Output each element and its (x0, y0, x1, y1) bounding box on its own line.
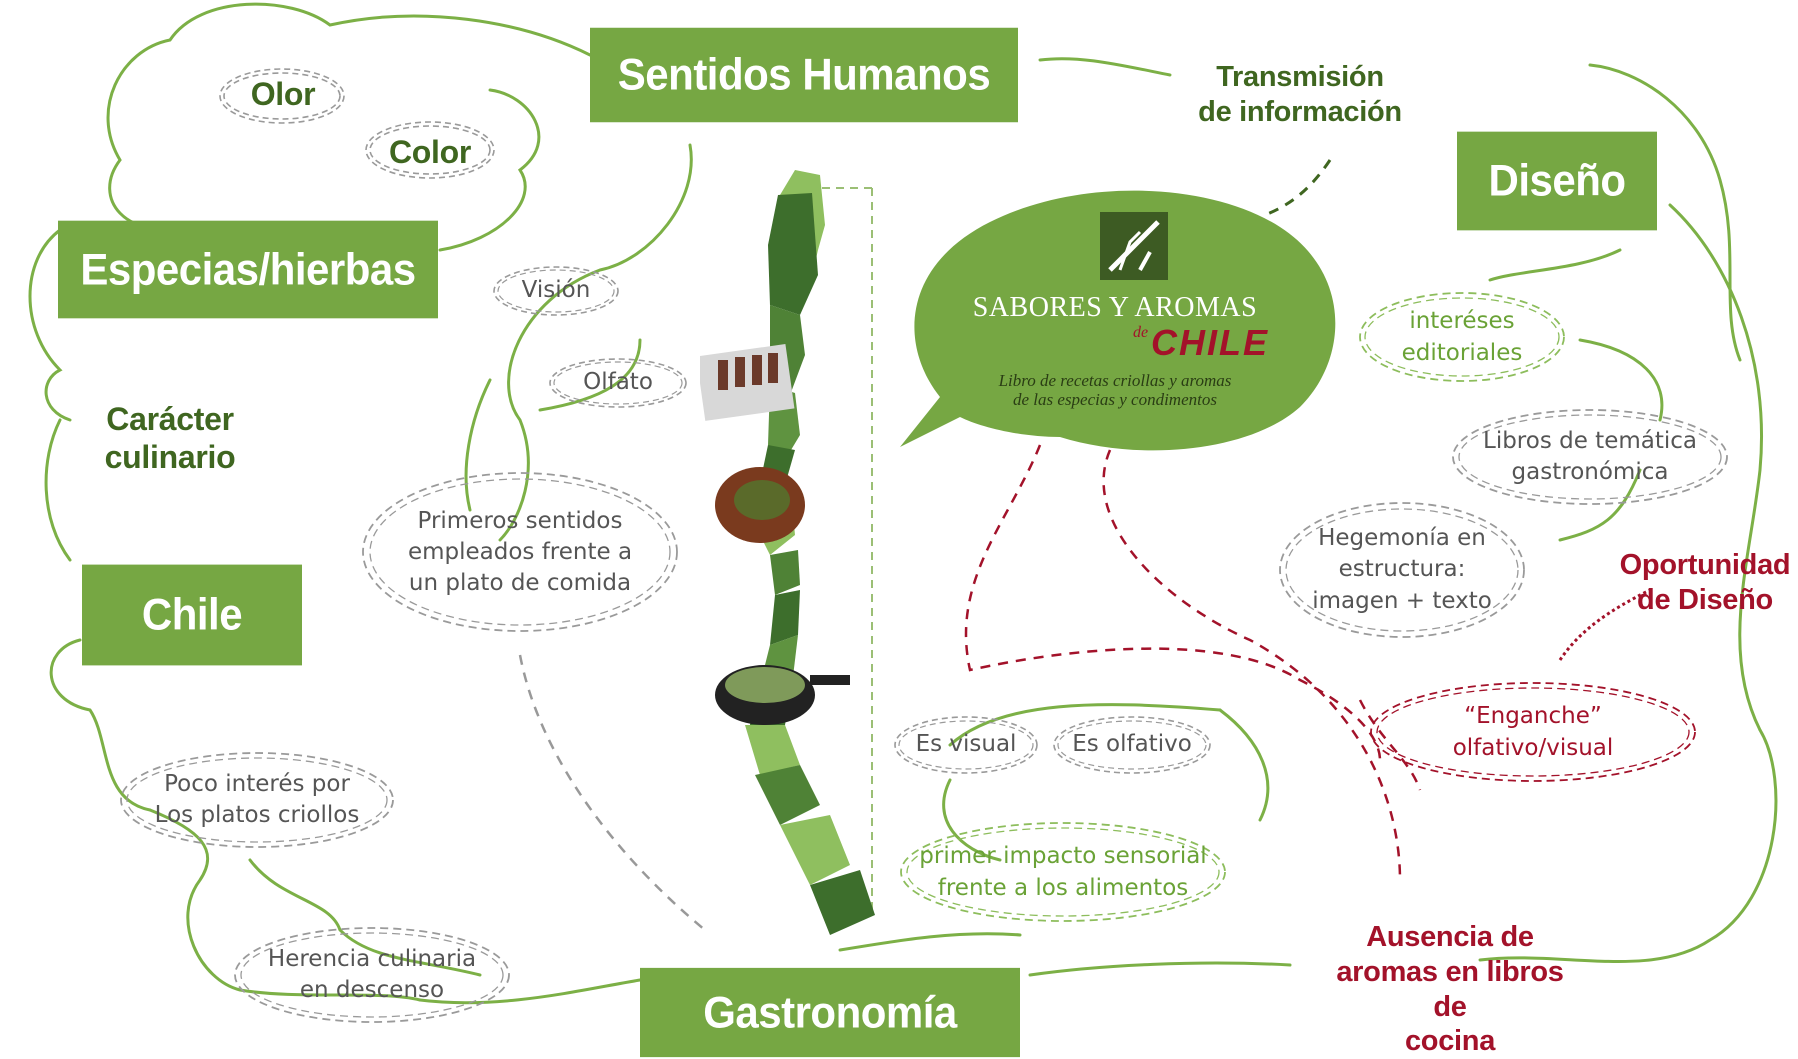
bubble-es-olfativo: Es olfativo (1052, 715, 1212, 775)
label-olor: Olor (250, 76, 316, 112)
logo-title: SABORES Y AROMAS (972, 292, 1258, 323)
logo-subtitle-line: de las especias y condimentos (1013, 389, 1217, 409)
logo-subtitle-line: Libro de recetas criollas y aromas (998, 371, 1232, 390)
chile-map-illustration (700, 170, 875, 935)
logo-subtitle: Libro de recetas criollas y aromas de la… (955, 371, 1275, 409)
bubble-vision: Visión (492, 265, 620, 317)
node-especias-hierbas: Especias/hierbas (58, 220, 438, 319)
label-color: Color (388, 134, 472, 170)
bubble-es-visual: Es visual (893, 715, 1039, 775)
logo-de: de (1133, 324, 1149, 341)
node-gastronomia: Gastronomía (640, 967, 1020, 1058)
bubble-olfato: Olfato (548, 357, 688, 409)
node-sentidos-humanos: Sentidos Humanos (590, 27, 1018, 123)
fork-knife-icon (1100, 212, 1168, 280)
bubble-enganche: “Enganche”olfativo/visual (1368, 680, 1698, 785)
node-chile: Chile (82, 564, 302, 666)
node-diseno: Diseño (1457, 131, 1657, 231)
logo-chile: CHILE (1151, 322, 1269, 363)
logo-speech-bubble (900, 190, 1336, 451)
